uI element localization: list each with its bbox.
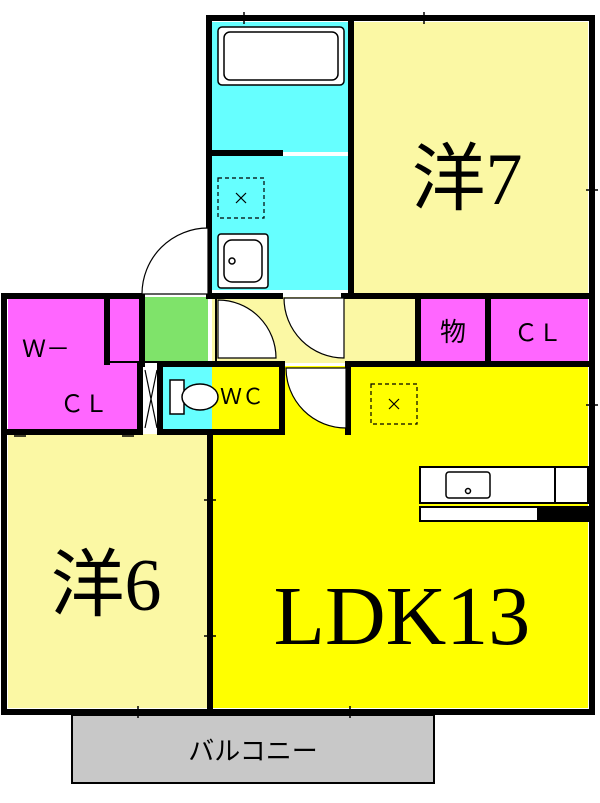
balcony [72,715,434,783]
shoe-storage-cross [144,369,158,429]
ventilation-fan-icon [217,177,265,219]
ldk-room [212,366,588,708]
ventilation-fan-icon [370,383,418,425]
storage-room [420,297,486,361]
door-swing-icon [285,367,347,429]
kitchen-sink-icon [445,471,491,499]
walk-in-closet [8,297,105,431]
western-7-label: 洋7 [412,139,523,221]
western-room-6 [8,434,208,708]
closet-right-label: ＣＬ [514,319,562,347]
ldk-label: LDK13 [274,570,531,663]
door-swing-icon [283,297,345,359]
entrance [142,297,208,361]
walk-in-closet-extension [105,297,140,361]
door-swing-icon [141,227,209,295]
walk-in-closet-lower [105,363,140,431]
storage-label: 物 [440,318,466,348]
walk-in-closet-label-top: Ｗ－ [22,335,70,363]
western-6-label: 洋6 [51,545,162,627]
door-swings [141,227,347,429]
walk-in-closet-label-bottom: ＣＬ [60,390,108,418]
toilet-icon [169,379,219,415]
walls [1,15,595,715]
bathtub-icon [217,26,345,86]
balcony-label: バルコニー [188,737,317,767]
closet-right [489,297,588,361]
washbasin-icon [217,233,269,289]
balcony-outline [71,714,435,784]
door-swing-icon [217,299,277,359]
western-room-7 [350,22,588,293]
toilet-label: ＷＣ [220,385,264,410]
